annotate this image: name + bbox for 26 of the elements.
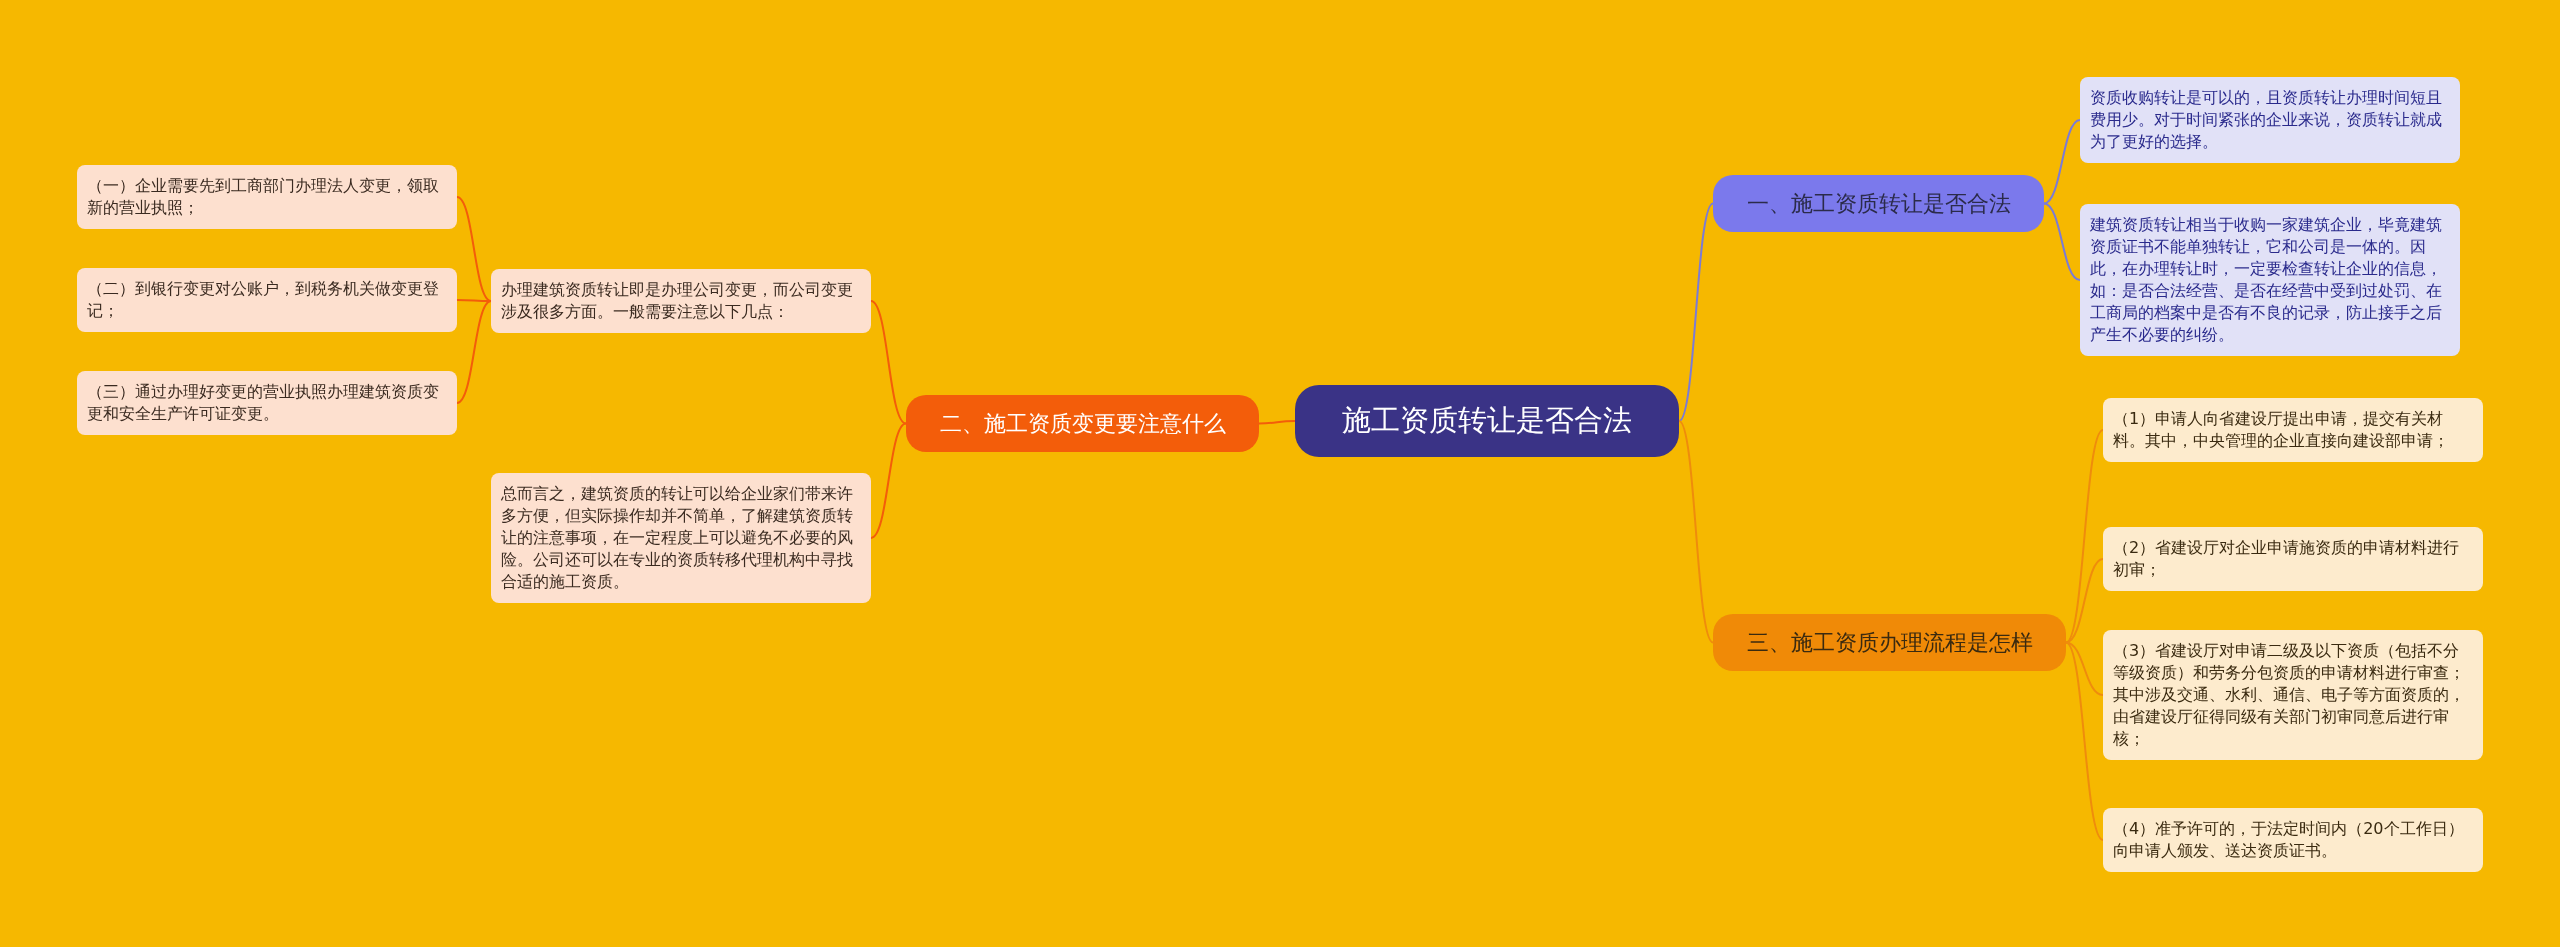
- connector-line: [870, 422, 907, 539]
- connector-line: [2043, 119, 2081, 205]
- connector-line: [456, 300, 492, 404]
- connector-line: [1258, 420, 1296, 425]
- subtopic-card: 总而言之，建筑资质的转让可以给企业家们带来许多方便，但实际操作却并不简单，了解建筑资质转让的注意事项，在一定程度上可以避免不必要的风险。公司还可以在专业的资质转移代理机构中寻找合适的施工资质。: [491, 473, 871, 603]
- subtopic-card: （二）到银行变更对公账户，到税务机关做变更登记；: [77, 268, 457, 332]
- central-topic: 施工资质转让是否合法: [1295, 385, 1679, 457]
- subtopic-card: （三）通过办理好变更的营业执照办理建筑资质变更和安全生产许可证变更。: [77, 371, 457, 435]
- connector-line: [2065, 641, 2104, 841]
- subtopic-card: （1）申请人向省建设厅提出申请，提交有关材料。其中，中央管理的企业直接向建设部申请；: [2103, 398, 2483, 462]
- subtopic-card: （2）省建设厅对企业申请施资质的申请材料进行初审；: [2103, 527, 2483, 591]
- branch-topic: 一、施工资质转让是否合法: [1713, 175, 2044, 232]
- connector-line: [2065, 429, 2104, 644]
- branch-topic: 二、施工资质变更要注意什么: [906, 395, 1259, 452]
- connector-line: [1678, 202, 1714, 422]
- subtopic-card: 建筑资质转让相当于收购一家建筑企业，毕竟建筑资质证书不能单独转让，它和公司是一体的。因此，在办理转让时，一定要检查转让企业的信息，如：是否合法经营、是否在经营中受到过处罚、在工商局的档案中是否有不良的记录，防止接手之后产生不必要的纠纷。: [2080, 204, 2460, 356]
- connector-line: [456, 196, 492, 302]
- branch-topic: 三、施工资质办理流程是怎样: [1713, 614, 2066, 671]
- connector-line: [2043, 202, 2081, 281]
- subtopic-card: （一）企业需要先到工商部门办理法人变更，领取新的营业执照；: [77, 165, 457, 229]
- subtopic-card: （3）省建设厅对申请二级及以下资质（包括不分等级资质）和劳务分包资质的申请材料进行审查；其中涉及交通、水利、通信、电子等方面资质的，由省建设厅征得同级有关部门初审同意后进行审核；: [2103, 630, 2483, 760]
- connector-line: [870, 300, 907, 425]
- subtopic-card: 办理建筑资质转让即是办理公司变更，而公司变更涉及很多方面。一般需要注意以下几点：: [491, 269, 871, 333]
- subtopic-card: 资质收购转让是可以的，且资质转让办理时间短且费用少。对于时间紧张的企业来说，资质转让就成为了更好的选择。: [2080, 77, 2460, 163]
- subtopic-card: （4）准予许可的，于法定时间内（20个工作日）向申请人颁发、送达资质证书。: [2103, 808, 2483, 872]
- connector-line: [1678, 420, 1714, 644]
